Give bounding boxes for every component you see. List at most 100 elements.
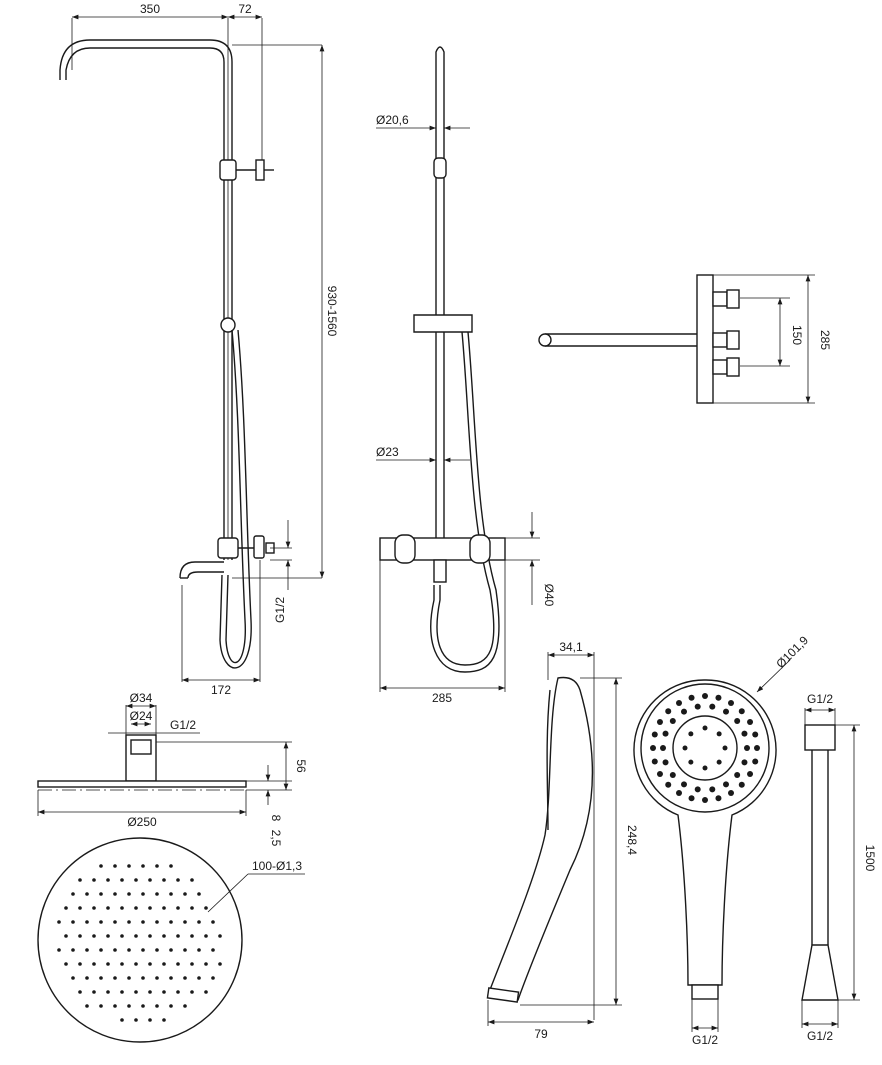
nozzle-dot xyxy=(148,962,152,966)
dim-285-mixer: 285 xyxy=(432,691,452,705)
nozzle-dot xyxy=(134,990,138,994)
spray-hole xyxy=(681,781,687,788)
spray-hole xyxy=(656,771,663,777)
spray-hole xyxy=(741,730,748,737)
nozzle-dot xyxy=(155,948,159,952)
nozzle-dot xyxy=(176,878,180,882)
spray-hole xyxy=(688,694,695,701)
spray-hole xyxy=(722,745,728,751)
nozzle-dot xyxy=(218,962,222,966)
head-side-view: Ø34 Ø24 G1/2 56 8 2,5 Ø250 xyxy=(37,691,308,847)
spray-hole xyxy=(747,719,754,725)
spray-hole xyxy=(651,731,658,738)
dim-172: 172 xyxy=(211,683,231,697)
nozzle-dot xyxy=(169,864,173,868)
nozzle-dot xyxy=(92,962,96,966)
nozzle-dot xyxy=(78,990,82,994)
nozzle-dot xyxy=(127,976,131,980)
dim-248-4: 248,4 xyxy=(625,825,639,855)
nozzle-dot xyxy=(211,920,215,924)
nozzle-dot xyxy=(155,864,159,868)
spray-hole xyxy=(688,795,695,802)
nozzle-dot xyxy=(106,990,110,994)
nozzle-dot xyxy=(162,962,166,966)
spray-hole xyxy=(734,771,741,778)
spray-hole xyxy=(734,718,741,725)
spray-hole xyxy=(702,797,708,803)
dim-1500: 1500 xyxy=(863,845,877,872)
nozzle-dot xyxy=(197,920,201,924)
dim-d40: Ø40 xyxy=(542,584,556,607)
nozzle-dot xyxy=(162,934,166,938)
nozzle-dot xyxy=(141,892,145,896)
nozzle-dot xyxy=(106,878,110,882)
nozzle-dot xyxy=(141,948,145,952)
nozzle-dot xyxy=(190,934,194,938)
nozzle-dot xyxy=(197,976,201,980)
nozzle-dot xyxy=(155,1004,159,1008)
nozzle-dot xyxy=(148,878,152,882)
spray-hole xyxy=(715,694,722,701)
spray-hole xyxy=(676,790,682,797)
nozzle-dot xyxy=(92,878,96,882)
dim-g12-hose-bottom: G1/2 xyxy=(807,1029,833,1043)
nozzle-dot xyxy=(204,906,208,910)
nozzle-dot xyxy=(176,962,180,966)
dim-8: 8 xyxy=(269,815,283,822)
spray-hole xyxy=(694,786,701,793)
nozzle-dot xyxy=(64,962,68,966)
spray-hole xyxy=(747,771,754,777)
dim-nozzles: 100-Ø1,3 xyxy=(252,859,302,873)
nozzle-dot xyxy=(127,920,131,924)
nozzle-dot xyxy=(141,864,145,868)
dim-930-1560: 930-1560 xyxy=(325,286,339,337)
dim-72: 72 xyxy=(238,2,252,16)
spray-hole xyxy=(665,781,672,788)
dim-34-1: 34,1 xyxy=(559,640,583,654)
nozzle-dot xyxy=(134,1018,138,1022)
dim-350: 350 xyxy=(140,2,160,16)
spray-hole xyxy=(709,786,716,793)
mixer-top-view: 150 285 xyxy=(538,274,832,404)
nozzle-dot xyxy=(183,948,187,952)
nozzle-dot xyxy=(183,1004,187,1008)
nozzle-dot xyxy=(169,976,173,980)
spray-hole xyxy=(752,758,759,765)
nozzle-dot xyxy=(211,948,215,952)
nozzle-dot xyxy=(204,962,208,966)
nozzle-dot xyxy=(64,934,68,938)
nozzle-dot xyxy=(169,948,173,952)
handshower-side-view: 34,1 248,4 79 xyxy=(486,640,639,1041)
nozzle-dot xyxy=(197,892,201,896)
spray-hole xyxy=(665,708,672,715)
spray-hole xyxy=(702,693,708,699)
nozzle-dot xyxy=(120,906,124,910)
nozzle-dot xyxy=(127,864,131,868)
nozzle-dot xyxy=(106,906,110,910)
nozzle-dot xyxy=(99,920,103,924)
nozzle-dot xyxy=(127,1004,131,1008)
spray-hole xyxy=(738,708,745,715)
nozzle-dot xyxy=(127,892,131,896)
nozzle-dot xyxy=(155,976,159,980)
nozzle-dot xyxy=(71,920,75,924)
spray-hole xyxy=(716,731,722,737)
nozzle-dot xyxy=(57,920,61,924)
nozzle-dot xyxy=(120,962,124,966)
spray-hole xyxy=(650,745,656,751)
dim-150: 150 xyxy=(790,325,804,345)
nozzle-dot xyxy=(148,990,152,994)
spray-hole xyxy=(716,759,722,765)
nozzle-dot xyxy=(57,948,61,952)
nozzle-dot xyxy=(169,1004,173,1008)
nozzle-dot xyxy=(113,920,117,924)
spray-hole xyxy=(694,703,701,710)
nozzle-dot xyxy=(113,1004,117,1008)
nozzle-dot xyxy=(190,990,194,994)
nozzle-dot xyxy=(183,892,187,896)
dim-g12-column: G1/2 xyxy=(273,597,287,623)
spray-hole xyxy=(669,771,676,778)
nozzle-dot xyxy=(106,962,110,966)
spray-hole xyxy=(728,790,734,797)
